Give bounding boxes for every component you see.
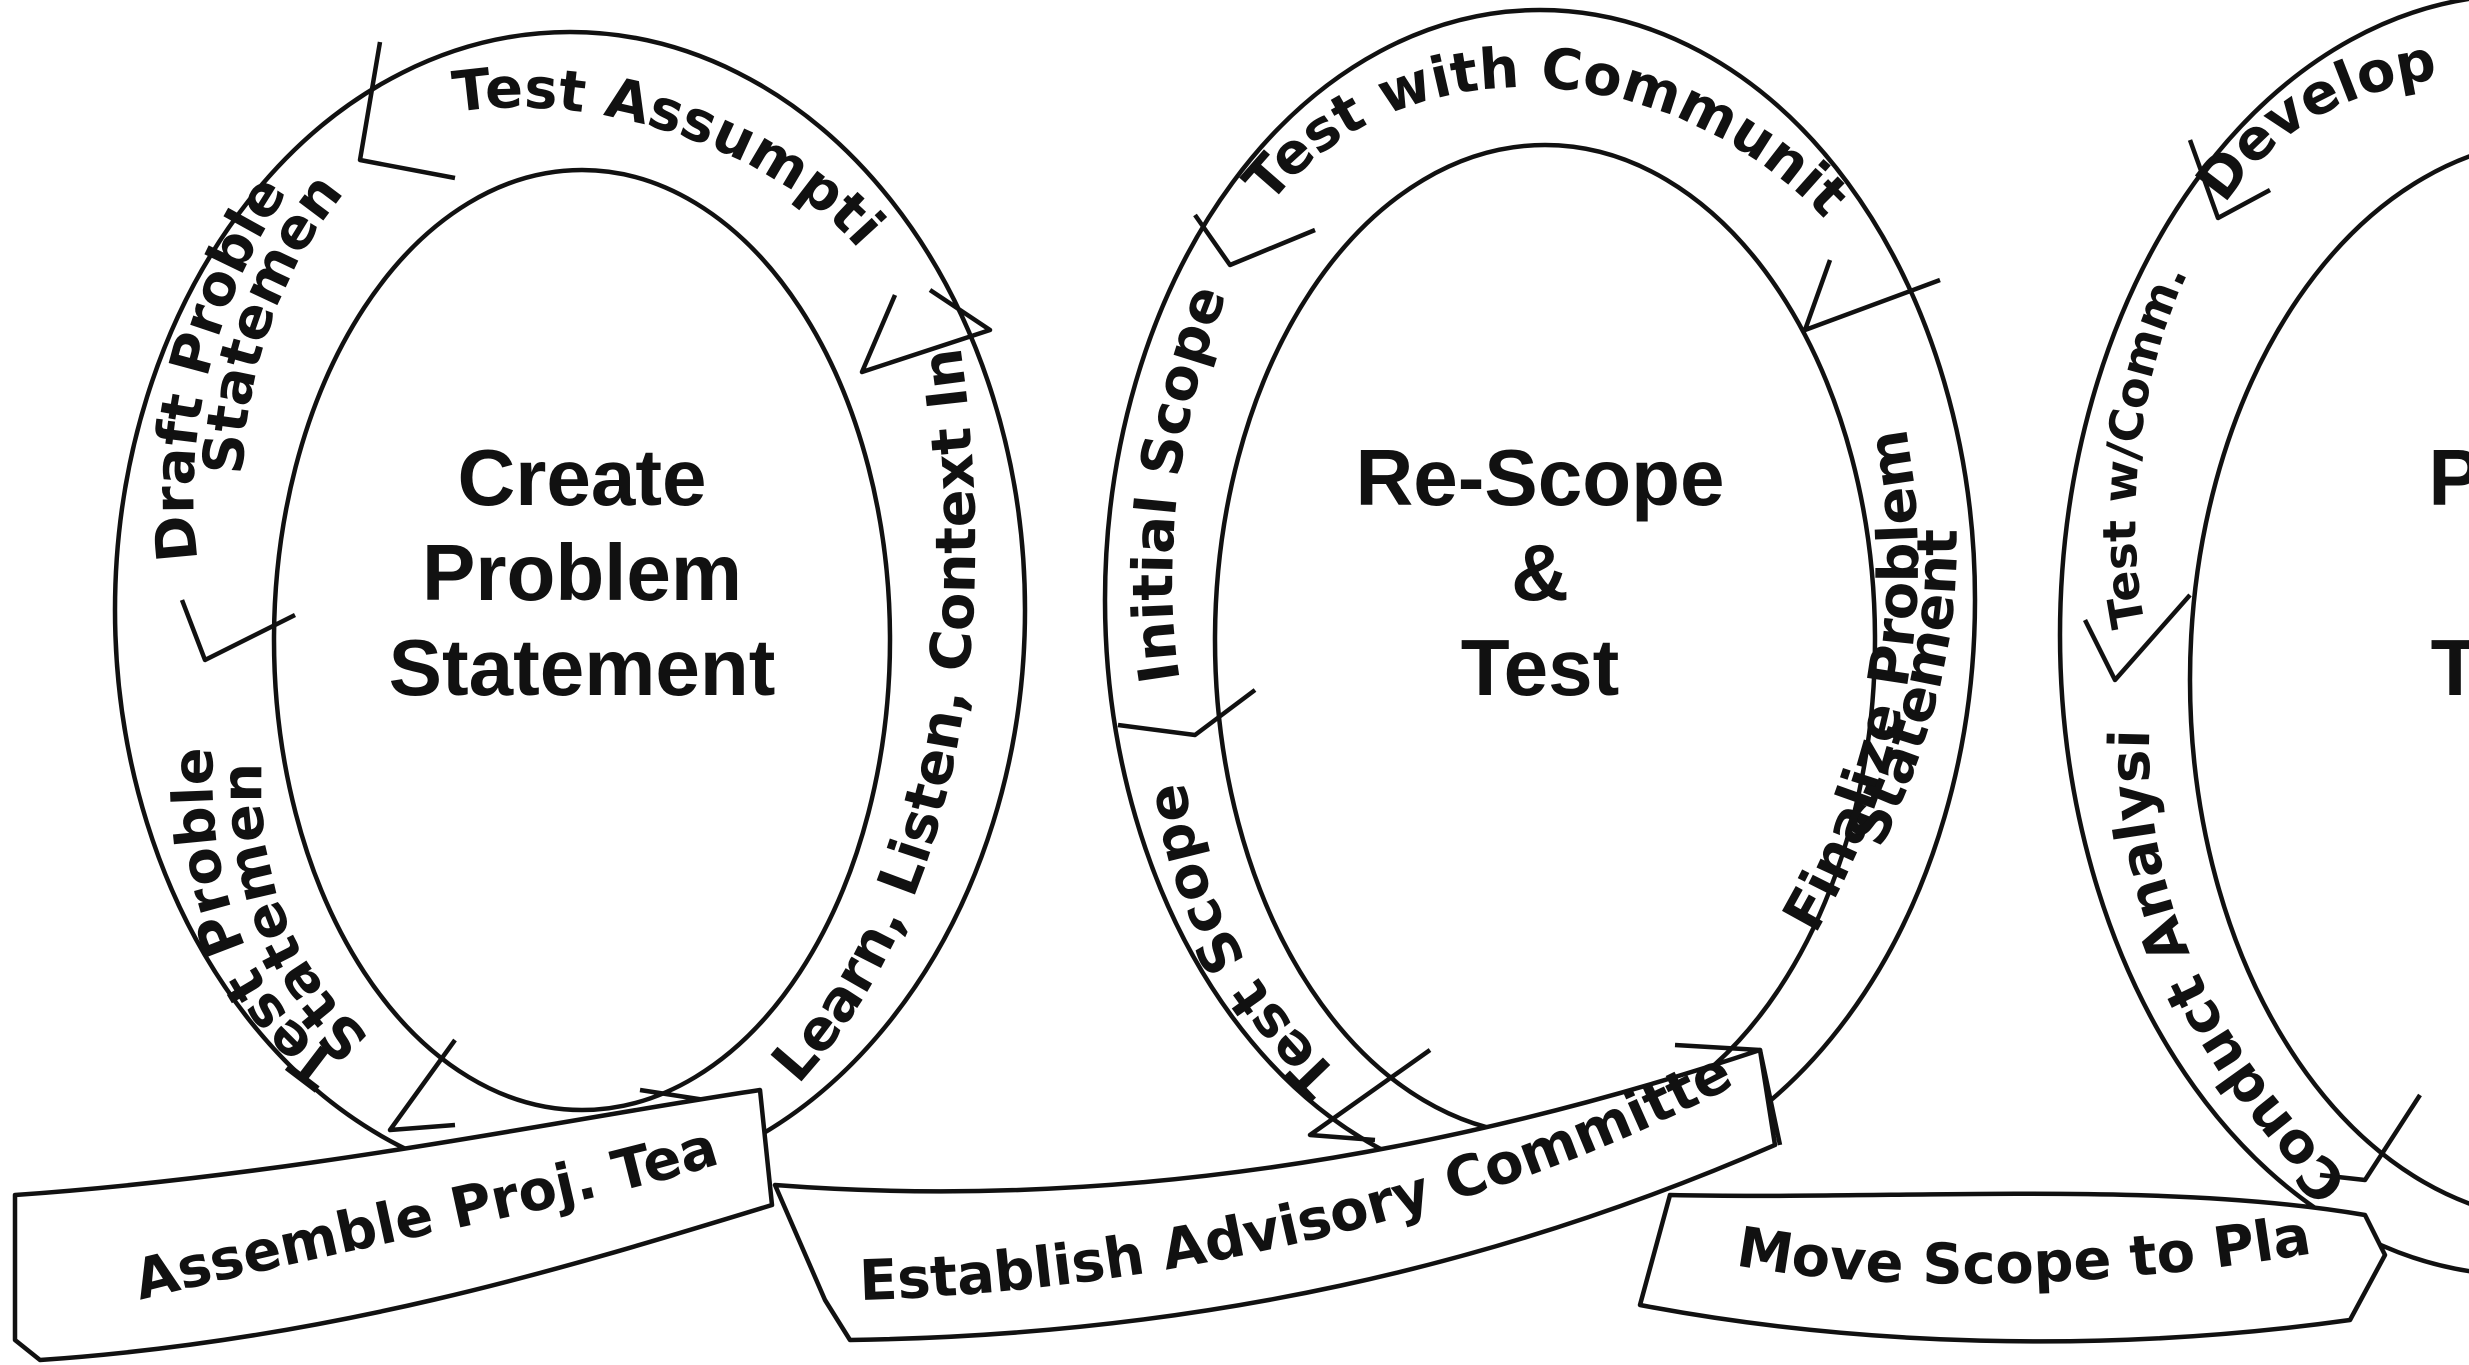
connector-move-scope [1637, 1191, 2388, 1344]
loop1-title-line1: Create [457, 433, 706, 522]
loop1-title-line3: Statement [389, 623, 776, 712]
loop2-title-line2: & [1511, 528, 1569, 617]
loop1-title: Create Problem Statement [389, 433, 776, 712]
loop2-title: Re-Scope & Test [1356, 433, 1725, 712]
loop2-title-line3: Test [1461, 623, 1620, 712]
loop3-title: P T [2428, 433, 2469, 712]
connector-assemble-team [12, 1087, 775, 1363]
loop-create-problem-statement [112, 29, 1028, 1191]
loop-plan-partial [2057, 0, 2469, 1274]
loop3-title-line3: T [2431, 623, 2469, 712]
loop2-title-line1: Re-Scope [1356, 433, 1725, 522]
loop1-title-line2: Problem [422, 528, 742, 617]
loop3-title-line1: P [2428, 433, 2469, 522]
connector-establish-committee [772, 1047, 1778, 1343]
